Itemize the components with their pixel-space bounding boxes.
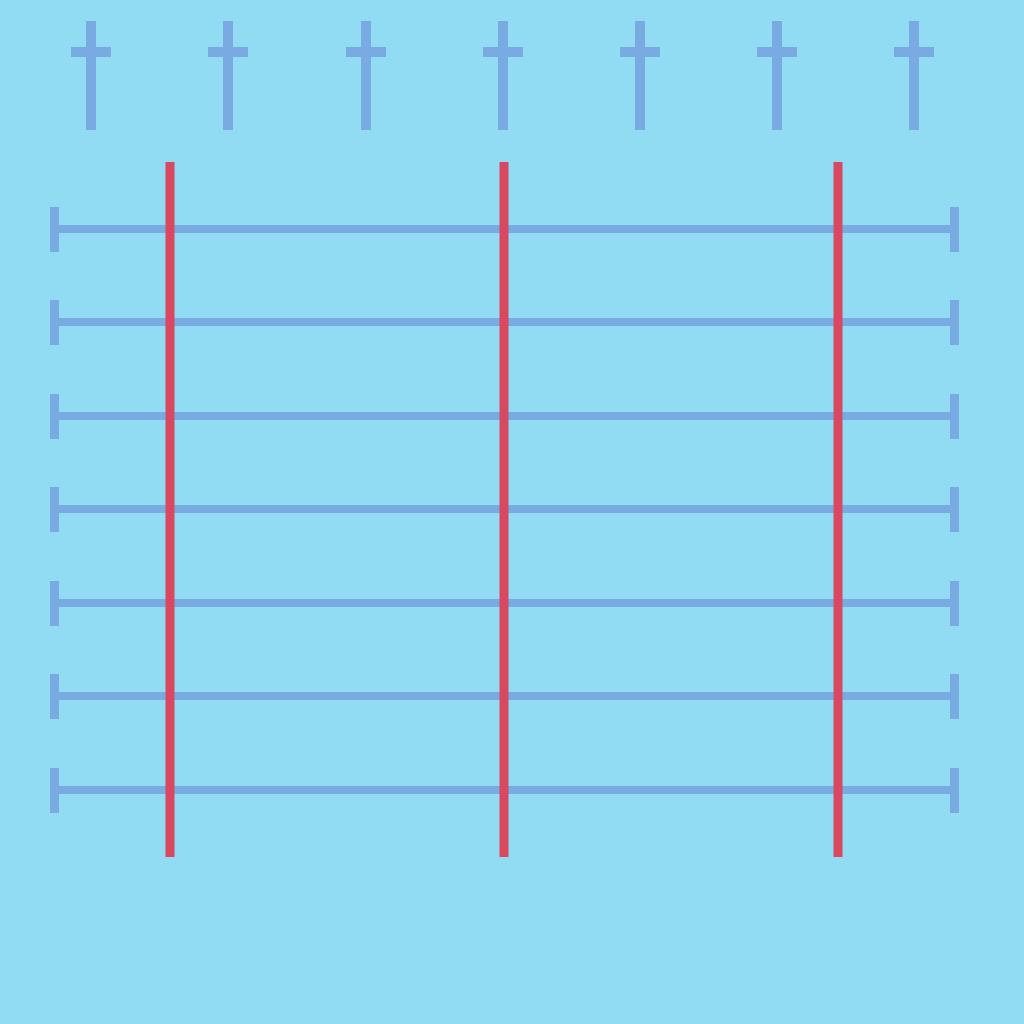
lane-line-right-cap bbox=[950, 768, 959, 813]
lane-line-right-cap bbox=[950, 487, 959, 532]
lane-line-right-cap bbox=[950, 581, 959, 626]
red-vertical-dividers bbox=[165, 162, 843, 857]
cross-bar bbox=[757, 47, 797, 57]
cross-icon bbox=[208, 21, 248, 130]
red-divider bbox=[499, 162, 509, 857]
lane-line-right-cap bbox=[950, 394, 959, 439]
cross-stem bbox=[772, 21, 782, 130]
lane-line-left-cap bbox=[50, 581, 59, 626]
cross-stem bbox=[86, 21, 96, 130]
cross-bar bbox=[620, 47, 660, 57]
cross-icon bbox=[71, 21, 111, 130]
cross-bar bbox=[894, 47, 934, 57]
red-divider bbox=[165, 162, 175, 857]
lane-line-left-cap bbox=[50, 300, 59, 345]
lane-line-left-cap bbox=[50, 394, 59, 439]
cross-stem bbox=[635, 21, 645, 130]
cross-icon bbox=[757, 21, 797, 130]
cross-icon bbox=[620, 21, 660, 130]
lane-line-left-cap bbox=[50, 207, 59, 252]
cross-icon bbox=[346, 21, 386, 130]
cross-bar bbox=[71, 47, 111, 57]
cross-stem bbox=[223, 21, 233, 130]
cross-icon bbox=[483, 21, 523, 130]
cross-icon bbox=[894, 21, 934, 130]
lane-line-right-cap bbox=[950, 674, 959, 719]
cross-bar bbox=[346, 47, 386, 57]
cross-stem bbox=[361, 21, 371, 130]
lane-line-left-cap bbox=[50, 487, 59, 532]
cross-bar bbox=[483, 47, 523, 57]
cross-bar bbox=[208, 47, 248, 57]
lane-line-left-cap bbox=[50, 768, 59, 813]
cross-stem bbox=[498, 21, 508, 130]
red-divider bbox=[833, 162, 843, 857]
top-cross-row bbox=[71, 21, 934, 130]
cross-stem bbox=[909, 21, 919, 130]
lane-line-left-cap bbox=[50, 674, 59, 719]
lane-line-right-cap bbox=[950, 300, 959, 345]
lane-line-right-cap bbox=[950, 207, 959, 252]
